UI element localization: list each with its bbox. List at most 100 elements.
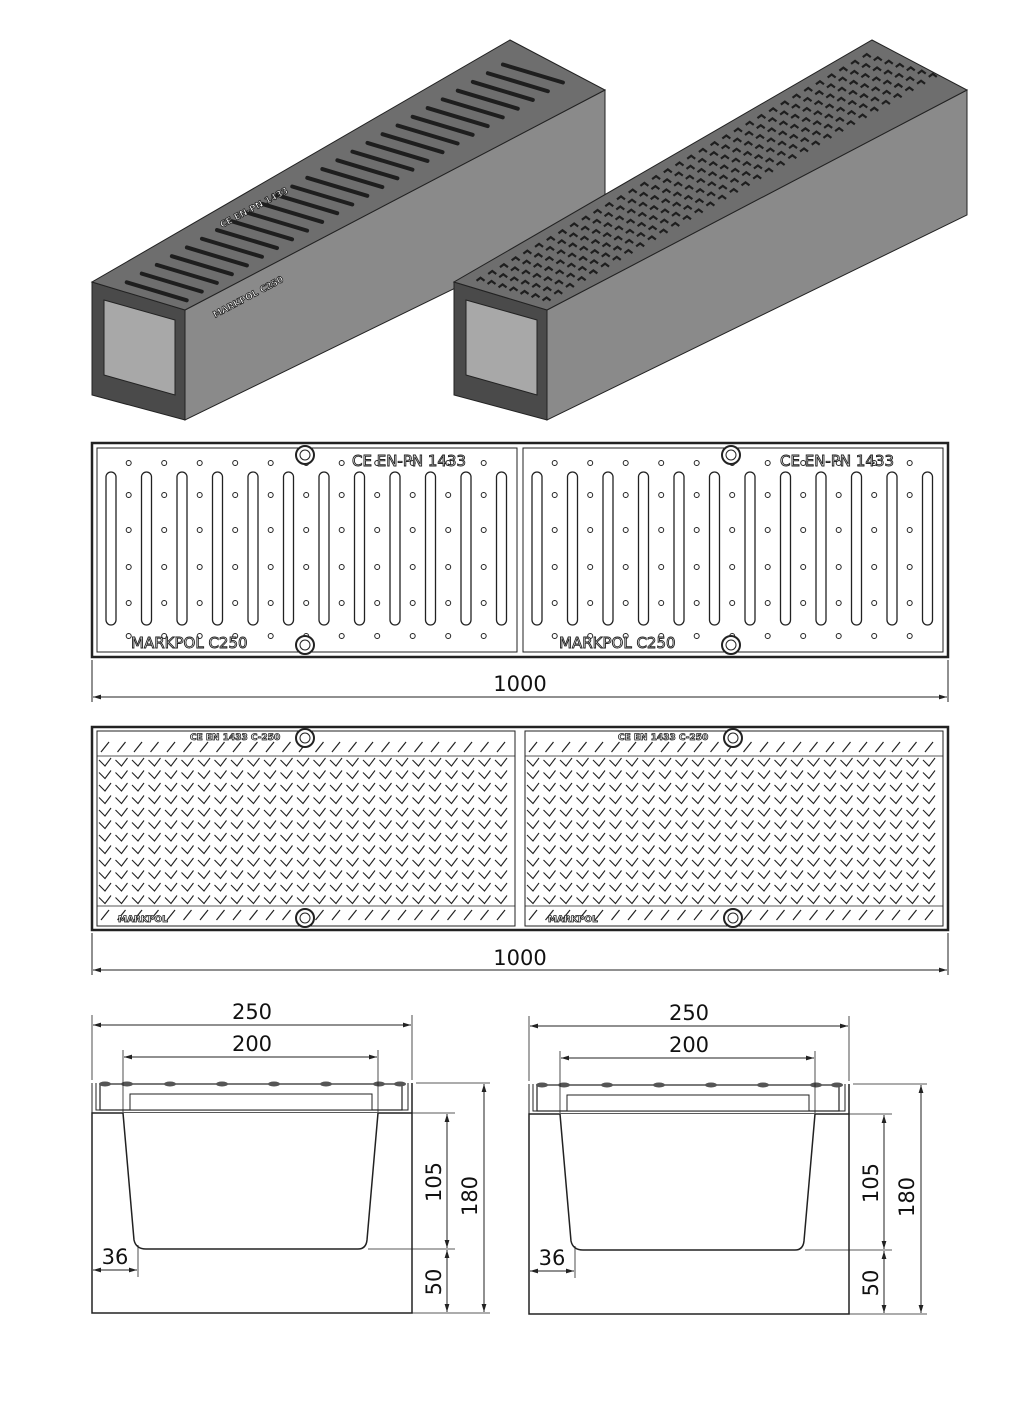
mesh-chevron — [733, 127, 743, 133]
mesh-chevron — [790, 845, 804, 855]
edge-slash — [743, 741, 752, 753]
mesh-chevron — [395, 757, 409, 767]
mesh-chevron — [428, 870, 442, 880]
mesh-chevron — [230, 857, 244, 867]
mesh-chevron — [346, 795, 359, 805]
mesh-chevron — [576, 882, 589, 892]
mesh-chevron — [616, 195, 626, 201]
mesh-chevron — [181, 757, 194, 767]
edge-slash — [644, 741, 653, 753]
mesh-chevron — [526, 882, 540, 892]
mesh-chevron — [658, 857, 672, 867]
grate-dot — [906, 633, 913, 639]
mesh-chevron — [445, 782, 458, 792]
mesh-chevron — [428, 832, 442, 842]
mesh-chevron — [346, 882, 359, 892]
mesh-chevron — [658, 228, 669, 234]
mesh-chevron — [724, 820, 738, 830]
mesh-chevron — [840, 795, 853, 805]
mesh-chevron — [559, 795, 573, 805]
grate-dot — [409, 492, 416, 498]
mesh-chevron — [685, 174, 695, 180]
mesh-chevron — [724, 770, 738, 780]
mesh-chevron — [882, 79, 893, 85]
grate-slot — [353, 471, 366, 626]
mesh-chevron — [742, 150, 753, 156]
mesh-chevron — [164, 782, 178, 792]
mesh-chevron — [164, 845, 178, 855]
mesh-chevron — [691, 820, 705, 830]
channel-inner-opening — [465, 299, 538, 396]
mesh-chevron — [412, 770, 425, 780]
mesh-chevron — [247, 857, 260, 867]
grate-dot — [587, 564, 594, 570]
mesh-chevron — [625, 807, 639, 817]
mesh-chevron — [856, 795, 870, 805]
grate-dot — [622, 633, 629, 639]
mesh-chevron — [346, 757, 359, 767]
edge-slash — [875, 741, 884, 753]
grate-dot — [906, 600, 913, 606]
mesh-chevron — [543, 807, 556, 817]
grate-inner — [129, 1093, 373, 1111]
mesh-chevron — [799, 147, 809, 153]
mesh-chevron — [412, 845, 425, 855]
mesh-chevron — [263, 807, 277, 817]
grate-slot — [425, 106, 490, 129]
mesh-chevron — [362, 882, 376, 892]
stamp-bottom-right: MARKPOL C250 — [559, 634, 676, 652]
mesh-chevron — [906, 795, 919, 805]
mesh-chevron — [696, 177, 706, 184]
mesh-chevron — [412, 870, 425, 880]
edge-slash — [381, 909, 390, 921]
mesh-chevron — [487, 269, 497, 275]
mesh-chevron — [757, 757, 771, 767]
mesh-chevron — [478, 832, 491, 842]
mesh-chevron — [362, 895, 376, 905]
mesh-chevron — [181, 870, 194, 880]
grate-slot — [211, 471, 224, 626]
edge-slash — [150, 909, 159, 921]
grate-dot — [480, 527, 487, 533]
mesh-chevron — [131, 857, 145, 867]
mesh-chevron — [214, 845, 227, 855]
mesh-chevron — [296, 882, 310, 892]
mesh-chevron — [774, 782, 787, 792]
mesh-chevron — [329, 832, 343, 842]
mesh-chevron — [753, 164, 763, 170]
mesh-chevron — [873, 870, 886, 880]
mesh-chevron — [742, 160, 752, 167]
mesh-chevron — [461, 795, 475, 805]
mesh-chevron — [642, 820, 655, 830]
grate-dot — [800, 564, 807, 570]
mesh-chevron — [928, 72, 938, 78]
grate-slot — [215, 228, 280, 251]
grate-dot — [338, 633, 345, 639]
grate-dot — [409, 633, 416, 639]
mesh-chevron — [591, 228, 601, 235]
grate-dot — [658, 460, 665, 466]
mesh-chevron — [905, 76, 915, 82]
mesh-chevron — [757, 845, 771, 855]
mesh-chevron — [745, 120, 755, 126]
mesh-chevron — [889, 845, 903, 855]
mesh-chevron — [741, 770, 754, 780]
mesh-chevron — [741, 845, 754, 855]
mesh-chevron — [871, 76, 882, 82]
grate-dot — [303, 492, 310, 498]
mesh-chevron — [510, 256, 521, 262]
mesh-chevron — [592, 857, 606, 867]
mesh-chevron — [906, 895, 919, 905]
grate-bolt — [558, 1082, 570, 1088]
mesh-chevron — [115, 757, 128, 767]
mesh-chevron — [708, 857, 721, 867]
mesh-chevron — [395, 820, 409, 830]
mesh-chevron — [296, 870, 310, 880]
mesh-chevron — [838, 66, 849, 72]
grate-dot — [232, 633, 239, 639]
mesh-chevron — [280, 782, 293, 792]
mesh-chevron — [543, 795, 556, 805]
mesh-chevron — [752, 174, 762, 180]
mesh-chevron — [609, 795, 622, 805]
mesh-chevron — [247, 795, 260, 805]
